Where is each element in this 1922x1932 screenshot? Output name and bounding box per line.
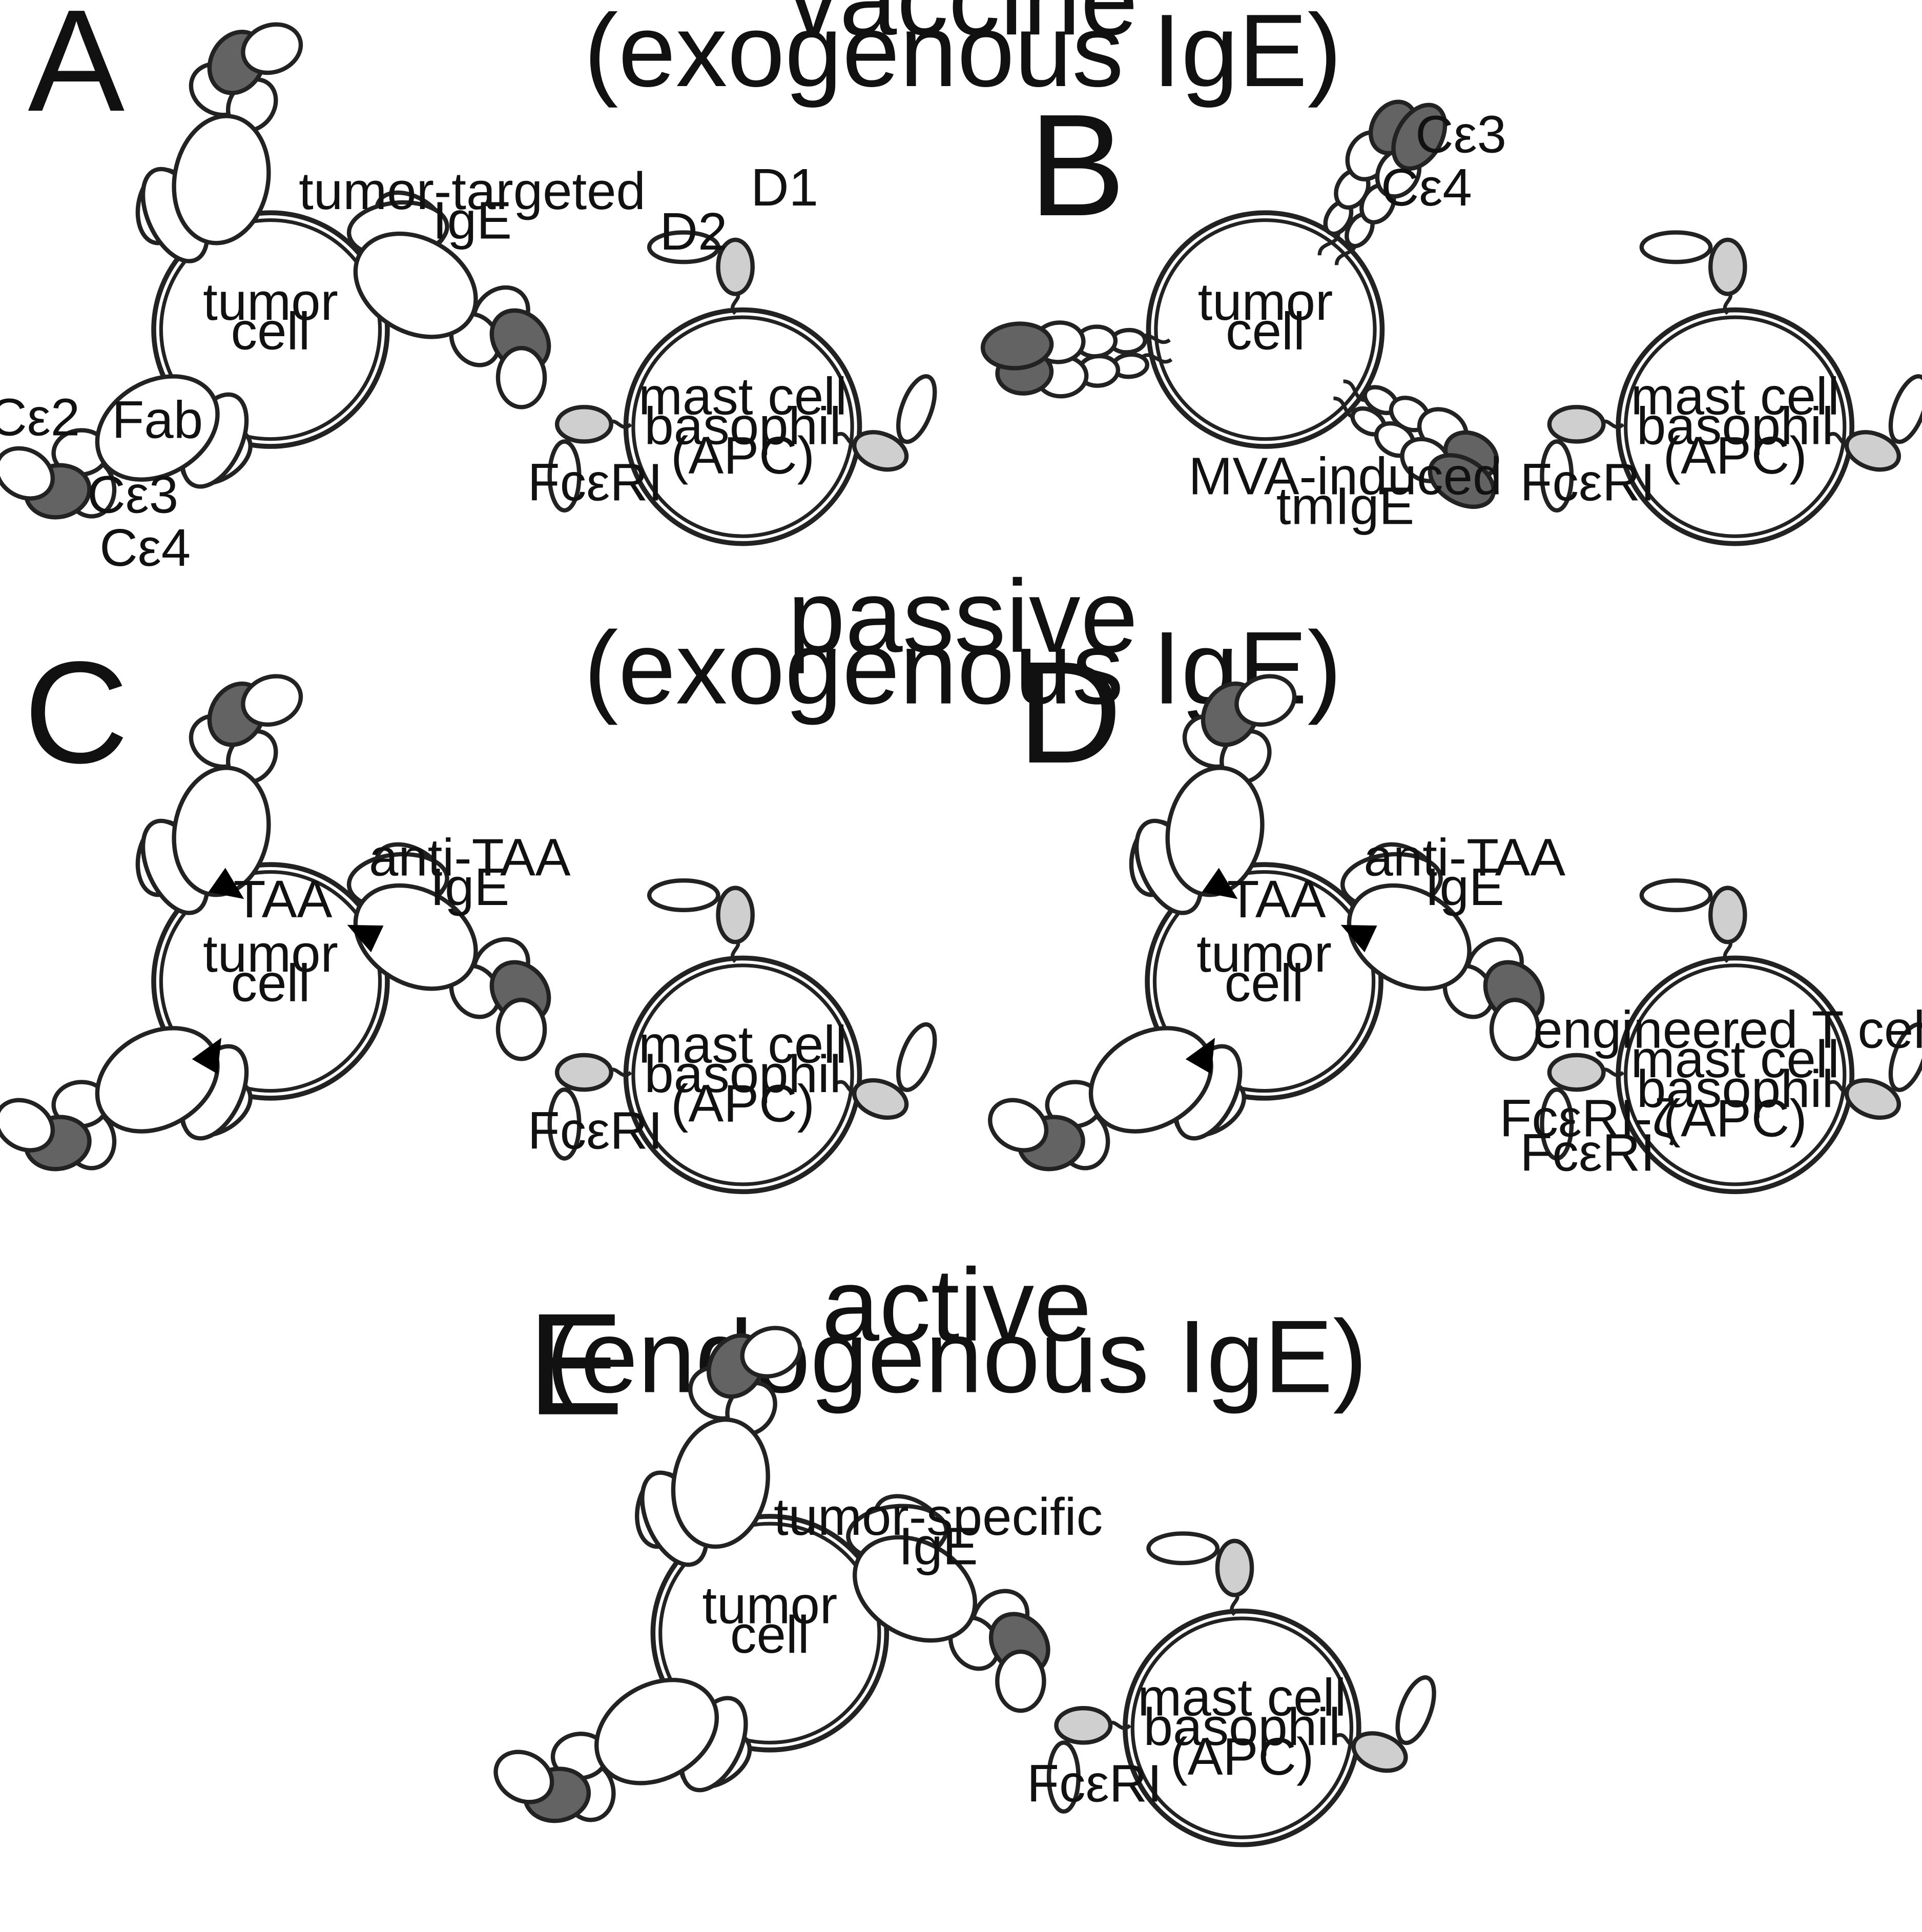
ige-label: tumor-targeted: [299, 161, 646, 220]
fceri-receptor: [1642, 880, 1745, 961]
taa-label: TAA: [233, 870, 332, 929]
effector-cell-label: (APC): [671, 1074, 815, 1133]
ce4-label: Cε4: [1381, 158, 1472, 217]
effector-cell-label: (APC): [671, 426, 815, 485]
fceri-label: FcεRI: [528, 1101, 663, 1160]
vaccine-header-title: vaccine: [788, 0, 1138, 56]
tumor-cell: [1145, 862, 1383, 1101]
effector-cell-label: (APC): [1663, 1088, 1807, 1147]
ige-label: tumor-specific: [774, 1487, 1103, 1546]
tumor-cell-label: tumor: [1198, 272, 1333, 331]
ce3-label: Cε3: [1415, 105, 1506, 164]
tumor-cell-label: cell: [231, 302, 311, 361]
taa-antigen-marker: [192, 1038, 221, 1074]
effector-cell-label: mast cell: [638, 1015, 847, 1074]
ige-label: IgE: [432, 191, 512, 250]
tumor-cell-label: tumor: [203, 272, 338, 331]
tumor-cell-label: tumor: [1196, 924, 1332, 983]
ige-label: IgE: [1425, 857, 1504, 916]
effector-cell-label: mast cell: [1138, 1668, 1346, 1727]
active-header-title: active: [822, 1247, 1092, 1363]
tumor-cell-label: cell: [730, 1605, 810, 1664]
taa-label: TAA: [1227, 870, 1326, 929]
d1-domain-label: D1: [751, 158, 818, 217]
fceri-label: FcεRI: [1520, 1123, 1655, 1182]
fceri-label: FcεRI: [1520, 453, 1655, 512]
panel-letter: E: [527, 1284, 624, 1446]
effector-cell-label: mast cell: [638, 367, 847, 426]
ige-label: anti-TAA: [1363, 828, 1565, 887]
fceri-label: FcεRI: [1027, 1754, 1162, 1813]
fceri-label: FcεRI: [528, 453, 663, 512]
effector-cell: [1123, 1608, 1361, 1847]
tumor-cell-label: tumor: [203, 924, 338, 983]
tumor-cell-label: tumor: [702, 1576, 837, 1635]
fceri-receptor: [1642, 233, 1745, 314]
ce4-label: Cε4: [99, 518, 191, 577]
taa-antigen-marker: [208, 868, 244, 899]
taa-antigen-marker: [347, 924, 384, 953]
panel-letter: B: [1029, 85, 1126, 246]
tumor-cell-label: cell: [1225, 953, 1304, 1012]
tmige-label: tmIgE: [1276, 476, 1415, 535]
effector-cell-label: (APC): [1663, 426, 1807, 485]
passive-header-title: passive: [788, 559, 1138, 674]
taa-antigen-marker: [1340, 924, 1377, 953]
fab-label: Fab: [112, 390, 203, 449]
effector-cell-label: basophil: [644, 396, 841, 455]
tmige-molecule: [981, 311, 1173, 403]
effector-cell-label: basophil: [1144, 1697, 1340, 1756]
ige-label: IgE: [430, 857, 509, 916]
tmige-label: MVA-induced: [1189, 447, 1502, 506]
fceri-receptor: [649, 880, 753, 961]
ce3-label: Cε3: [87, 465, 178, 524]
effector-cell-label: basophil: [644, 1044, 841, 1103]
tumor-cell-label: cell: [231, 953, 311, 1012]
ige-label: anti-TAA: [369, 828, 571, 887]
ige-label: IgE: [899, 1516, 978, 1575]
tumor-cell: [650, 1514, 890, 1753]
vaccine-header-subtitle: (exogenous IgE): [584, 0, 1341, 108]
panel-letter: C: [24, 632, 129, 794]
fceri-label: FcεRI-ζ: [1499, 1088, 1676, 1147]
effector-cell-label: basophil: [1637, 396, 1833, 455]
effector-cell-label: engineered T cell: [1533, 1000, 1922, 1059]
taa-antigen-marker: [1185, 1038, 1215, 1074]
effector-cell-label: basophil: [1637, 1059, 1833, 1118]
tumor-cell: [1146, 210, 1385, 449]
effector-cell-label: mast cell: [1631, 367, 1840, 426]
ce2-label: Cε2: [0, 388, 80, 447]
tumor-cell: [151, 862, 390, 1101]
fceri-receptor: [1148, 1533, 1252, 1614]
tumor-cell-label: cell: [1226, 302, 1305, 361]
tumor-cell: [151, 210, 390, 449]
taa-antigen-marker: [1202, 868, 1238, 899]
active-header-subtitle: (endogenous IgE): [546, 1299, 1368, 1414]
panel-letter: D: [1018, 632, 1123, 794]
effector-cell-label: (APC): [1170, 1727, 1314, 1786]
panel-letter: A: [28, 0, 125, 142]
effector-cell-label: mast cell: [1631, 1030, 1840, 1088]
d2-domain-label: D2: [660, 202, 728, 261]
